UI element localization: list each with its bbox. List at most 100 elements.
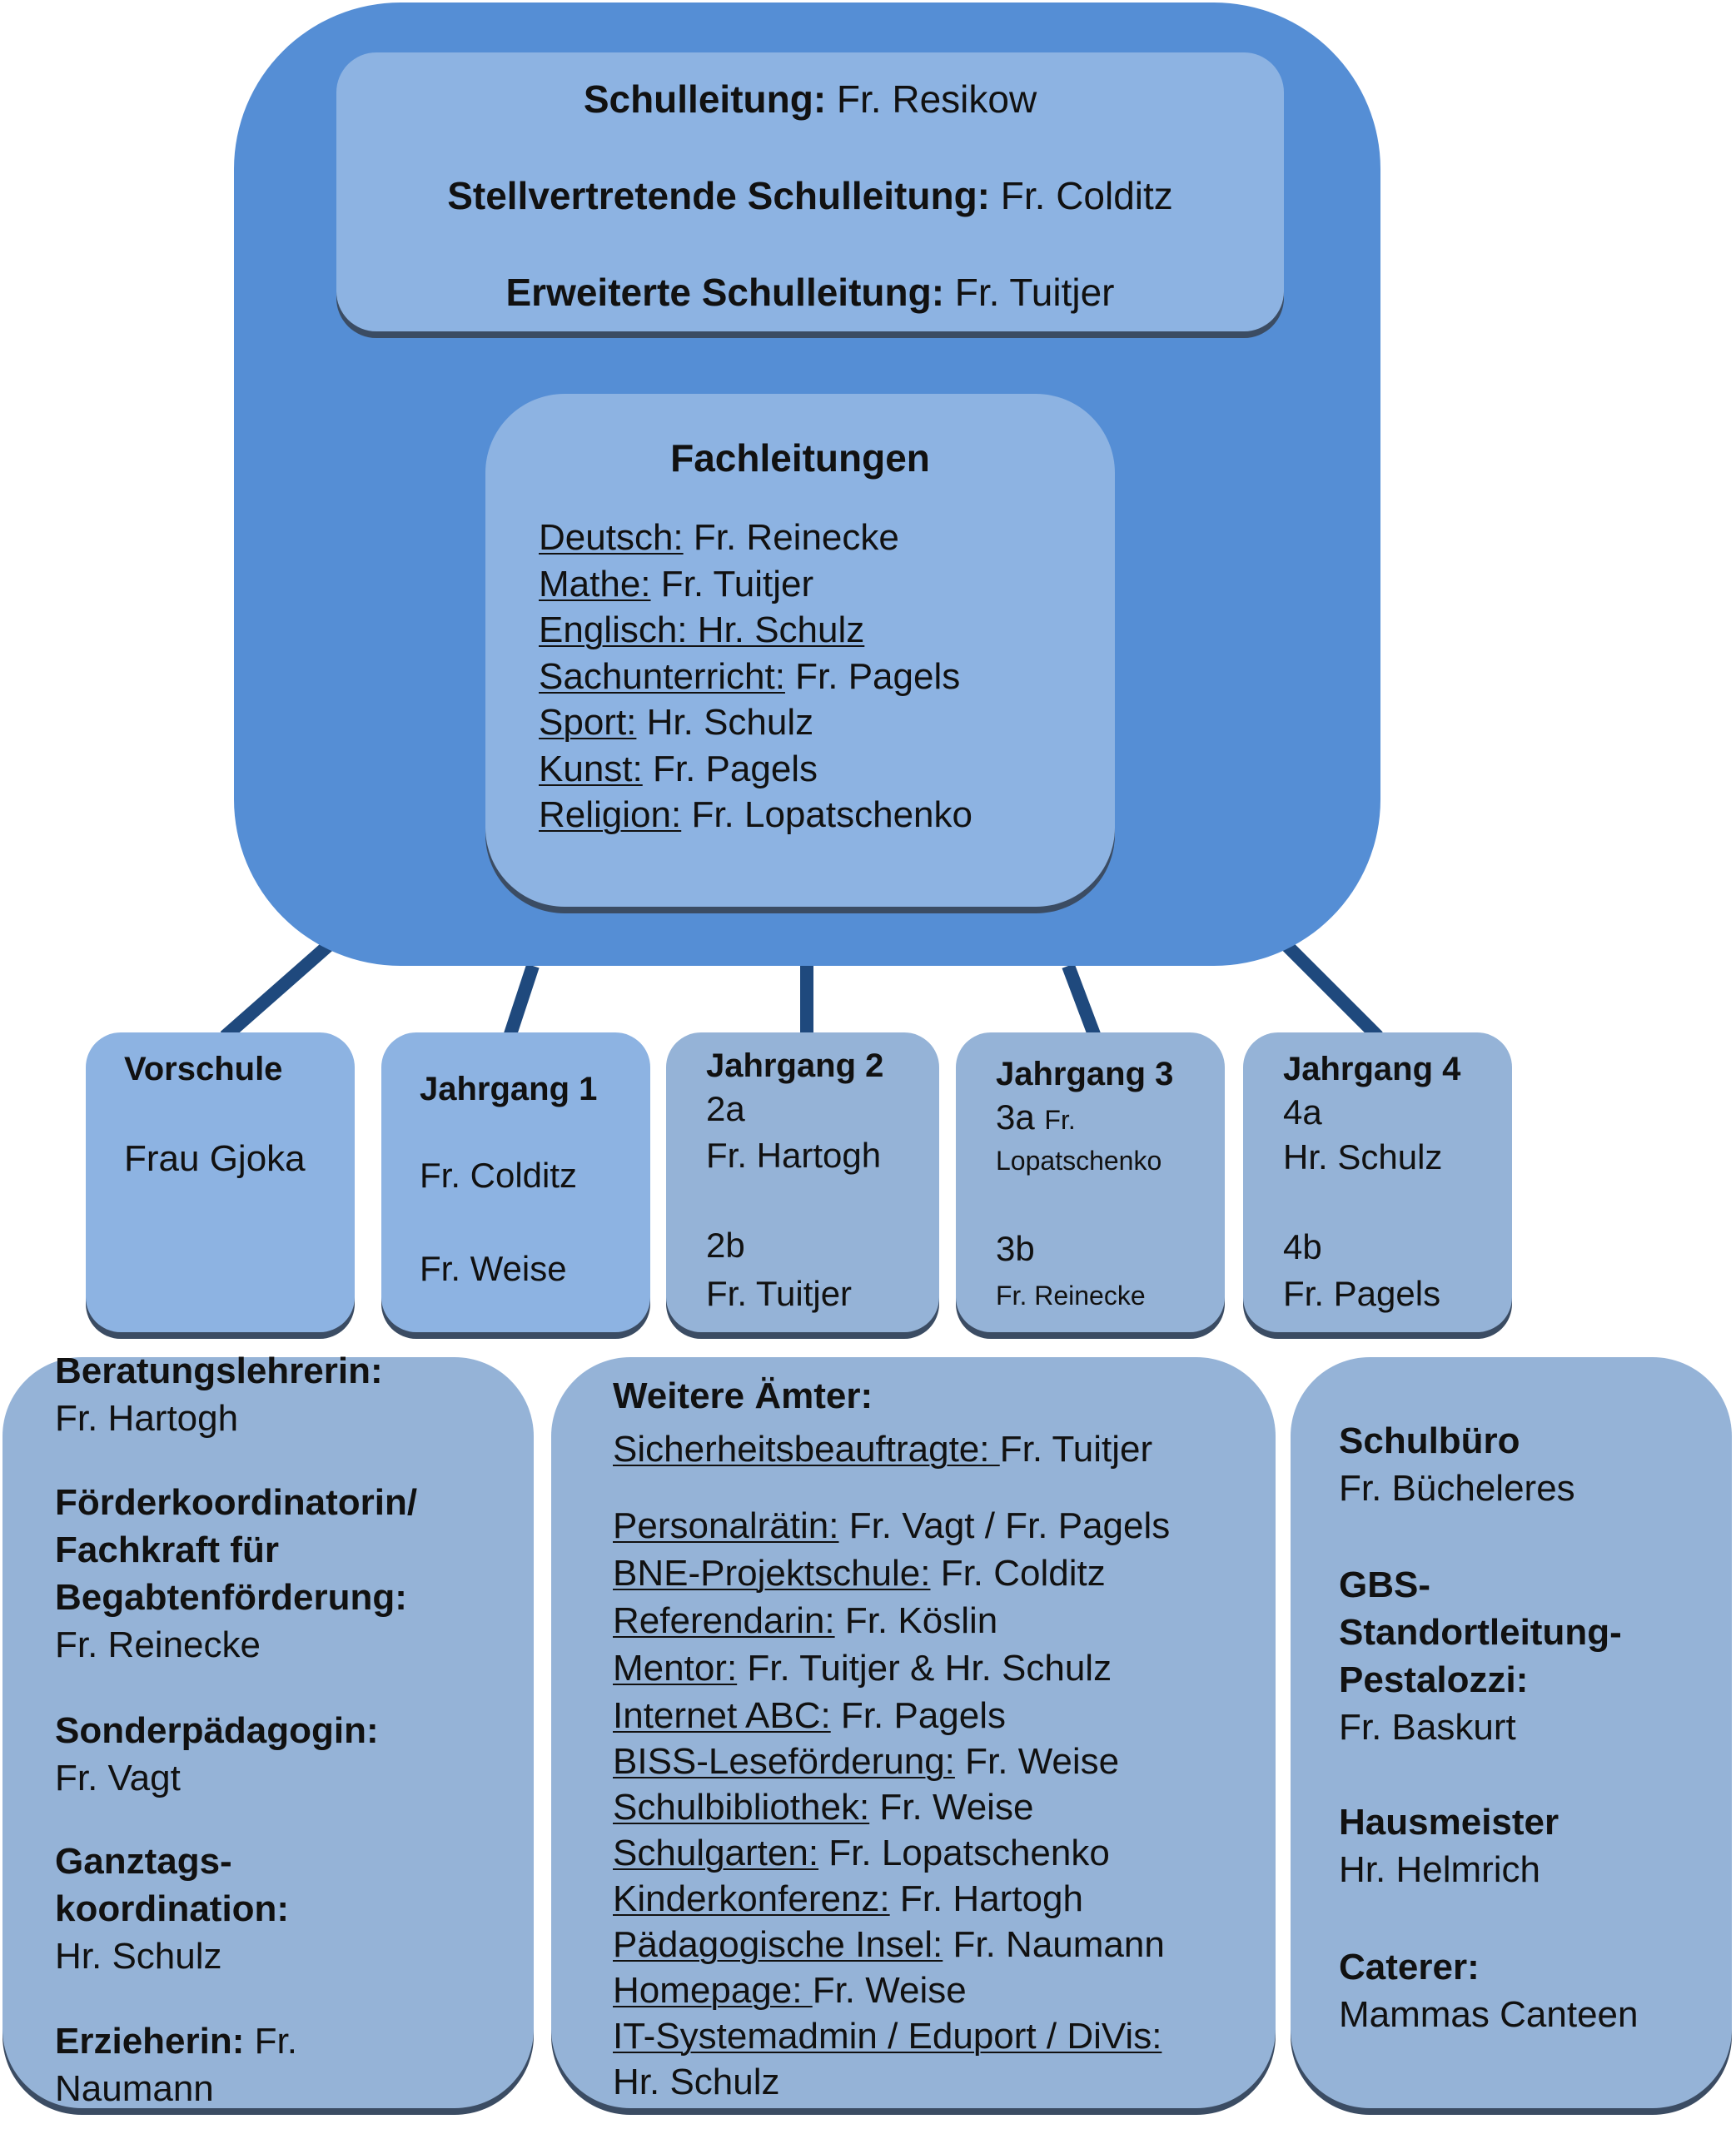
- office-role: Schulgarten:: [613, 1833, 819, 1873]
- vorschule-teacher: Frau Gjoka: [124, 1138, 306, 1179]
- caretaker-name: Hr. Helmrich: [1339, 1849, 1541, 1890]
- all-day-coordination-label-1: Ganztags-: [55, 1841, 232, 1882]
- educator-label: Erzieherin: Fr.: [55, 2021, 297, 2062]
- class-3b: 3b: [996, 1229, 1035, 1268]
- subject-name: Englisch: Hr. Schulz: [539, 609, 865, 650]
- support-coordinator-label-2: Fachkraft für: [55, 1530, 279, 1570]
- office-person: Fr. Weise: [812, 1970, 967, 2011]
- subject-lead-person: Hr. Schulz: [636, 702, 814, 743]
- caterer-label: Caterer:: [1339, 1947, 1480, 1987]
- subject-lead-row: Deutsch: Fr. Reinecke: [539, 515, 972, 561]
- school-office-name: Fr. Bücheleres: [1339, 1468, 1575, 1509]
- office-role: Pädagogische Insel:: [613, 1924, 943, 1965]
- extended-leadership-line: Erweiterte Schulleitung: Fr. Tuitjer: [505, 271, 1115, 314]
- class-4a: 4a: [1283, 1092, 1322, 1132]
- office-person: Fr. Lopatschenko: [818, 1833, 1110, 1873]
- subject-name: Kunst:: [539, 748, 643, 789]
- office-role: Homepage:: [613, 1970, 813, 2011]
- office-person: Fr. Tuitjer & Hr. Schulz: [737, 1648, 1112, 1689]
- office-row: BNE-Projektschule: Fr. Colditz: [613, 1550, 1106, 1597]
- educator-name: Naumann: [55, 2068, 214, 2109]
- office-row: Personalrätin: Fr. Vagt / Fr. Pagels: [613, 1502, 1170, 1550]
- subject-name: Sport:: [539, 702, 637, 743]
- office-person: Fr. Weise: [869, 1787, 1034, 1828]
- gbs-label-1: GBS-: [1339, 1564, 1430, 1605]
- support-coordinator-name: Fr. Reinecke: [55, 1624, 261, 1665]
- vorschule-title: Vorschule: [124, 1051, 283, 1087]
- class-4b-teacher: Fr. Pagels: [1283, 1274, 1441, 1313]
- office-row: IT-Systemadmin / Eduport / DiVis:: [613, 2012, 1161, 2060]
- office-person: Fr. Weise: [954, 1741, 1120, 1782]
- office-row-last-person: Hr. Schulz: [613, 2062, 780, 2102]
- caretaker-label: Hausmeister: [1339, 1802, 1559, 1843]
- gbs-name: Fr. Baskurt: [1339, 1707, 1516, 1748]
- subject-name: Deutsch:: [539, 517, 684, 558]
- subject-lead-person: Fr. Reinecke: [683, 517, 899, 558]
- all-day-coordination-label-2: koordination:: [55, 1888, 290, 1929]
- office-row: Mentor: Fr. Tuitjer & Hr. Schulz: [613, 1644, 1112, 1692]
- office-person: Fr. Pagels: [830, 1695, 1007, 1736]
- special-educator-name: Fr. Vagt: [55, 1758, 181, 1798]
- subject-lead-row: Mathe: Fr. Tuitjer: [539, 561, 972, 608]
- subject-lead-row: Sport: Hr. Schulz: [539, 699, 972, 746]
- office-row: Schulgarten: Fr. Lopatschenko: [613, 1829, 1110, 1877]
- office-row: Internet ABC: Fr. Pagels: [613, 1692, 1006, 1739]
- office-person: Fr. Köslin: [834, 1600, 998, 1641]
- connector-jahrgang-3: [1062, 963, 1102, 1039]
- subject-lead-row: Sachunterricht: Fr. Pagels: [539, 654, 972, 700]
- further-offices-box: Weitere Ämter: Sicherheitsbeauftragte: F…: [551, 1357, 1276, 2108]
- office-person: Fr. Colditz: [930, 1553, 1106, 1594]
- subject-lead-person: Fr. Pagels: [642, 748, 818, 789]
- vorschule-box: Vorschule Frau Gjoka: [86, 1032, 355, 1332]
- subject-lead-row: Englisch: Hr. Schulz: [539, 607, 972, 654]
- class-3b-teacher: Fr. Reinecke: [996, 1281, 1146, 1311]
- counselor-name: Fr. Hartogh: [55, 1398, 239, 1439]
- jahrgang-1-teacher-1: Fr. Colditz: [420, 1156, 578, 1195]
- school-office-label: Schulbüro: [1339, 1420, 1520, 1461]
- subject-leads-title: Fachleitungen: [670, 436, 930, 480]
- subject-lead-row: Kunst: Fr. Pagels: [539, 746, 972, 793]
- class-2a: 2a: [706, 1089, 745, 1128]
- class-3a: 3a Fr.: [996, 1097, 1076, 1137]
- office-person: Fr. Tuitjer: [999, 1429, 1153, 1470]
- office-role: IT-Systemadmin / Eduport / DiVis:: [613, 2016, 1162, 2057]
- subject-name: Mathe:: [539, 563, 651, 604]
- connector-jahrgang-1: [503, 963, 540, 1039]
- connector-jahrgang-4: [1281, 940, 1383, 1042]
- office-role: Internet ABC:: [613, 1695, 831, 1736]
- office-row: Pädagogische Insel: Fr. Naumann: [613, 1921, 1165, 1968]
- office-person: Fr. Naumann: [943, 1924, 1165, 1965]
- jahrgang-1-teacher-2: Fr. Weise: [420, 1249, 567, 1288]
- all-day-coordination-name: Hr. Schulz: [55, 1936, 222, 1977]
- office-person: Fr. Hartogh: [889, 1878, 1083, 1919]
- office-row: Sicherheitsbeauftragte: Fr. Tuitjer: [613, 1425, 1152, 1473]
- jahrgang-1-box: Jahrgang 1 Fr. Colditz Fr. Weise: [381, 1032, 650, 1332]
- office-row: Referendarin: Fr. Köslin: [613, 1597, 997, 1644]
- jahrgang-1-title: Jahrgang 1: [420, 1071, 598, 1107]
- deputy-head-line: Stellvertretende Schulleitung: Fr. Coldi…: [447, 174, 1173, 217]
- office-row: Schulbibliothek: Fr. Weise: [613, 1783, 1033, 1831]
- jahrgang-2-title: Jahrgang 2: [706, 1047, 884, 1084]
- office-role: BNE-Projektschule:: [613, 1553, 931, 1594]
- class-4a-teacher: Hr. Schulz: [1283, 1137, 1443, 1176]
- office-role: Referendarin:: [613, 1600, 835, 1641]
- class-2b-teacher: Fr. Tuitjer: [706, 1274, 853, 1313]
- gbs-label-2: Standortleitung-: [1339, 1612, 1622, 1653]
- jahrgang-2-box: Jahrgang 2 2a Fr. Hartogh 2b Fr. Tuitjer: [666, 1032, 939, 1332]
- services-box: Schulbüro Fr. Bücheleres GBS- Standortle…: [1291, 1357, 1732, 2108]
- subject-lead-person: Fr. Lopatschenko: [681, 794, 972, 835]
- class-3a-teacher: Lopatschenko: [996, 1146, 1162, 1176]
- office-role: Schulbibliothek:: [613, 1787, 870, 1828]
- further-offices-title: Weitere Ämter:: [613, 1375, 873, 1416]
- office-role: Sicherheitsbeauftragte:: [613, 1429, 1000, 1470]
- office-role: Kinderkonferenz:: [613, 1878, 890, 1919]
- jahrgang-3-title: Jahrgang 3: [996, 1056, 1174, 1092]
- jahrgang-4-box: Jahrgang 4 4a Hr. Schulz 4b Fr. Pagels: [1243, 1032, 1512, 1332]
- support-coordinator-label-3: Begabtenförderung:: [55, 1577, 407, 1618]
- office-role: Mentor:: [613, 1648, 738, 1689]
- office-row: Kinderkonferenz: Fr. Hartogh: [613, 1875, 1083, 1923]
- school-leadership-box: Schulleitung: Fr. Resikow Stellvertreten…: [336, 52, 1284, 331]
